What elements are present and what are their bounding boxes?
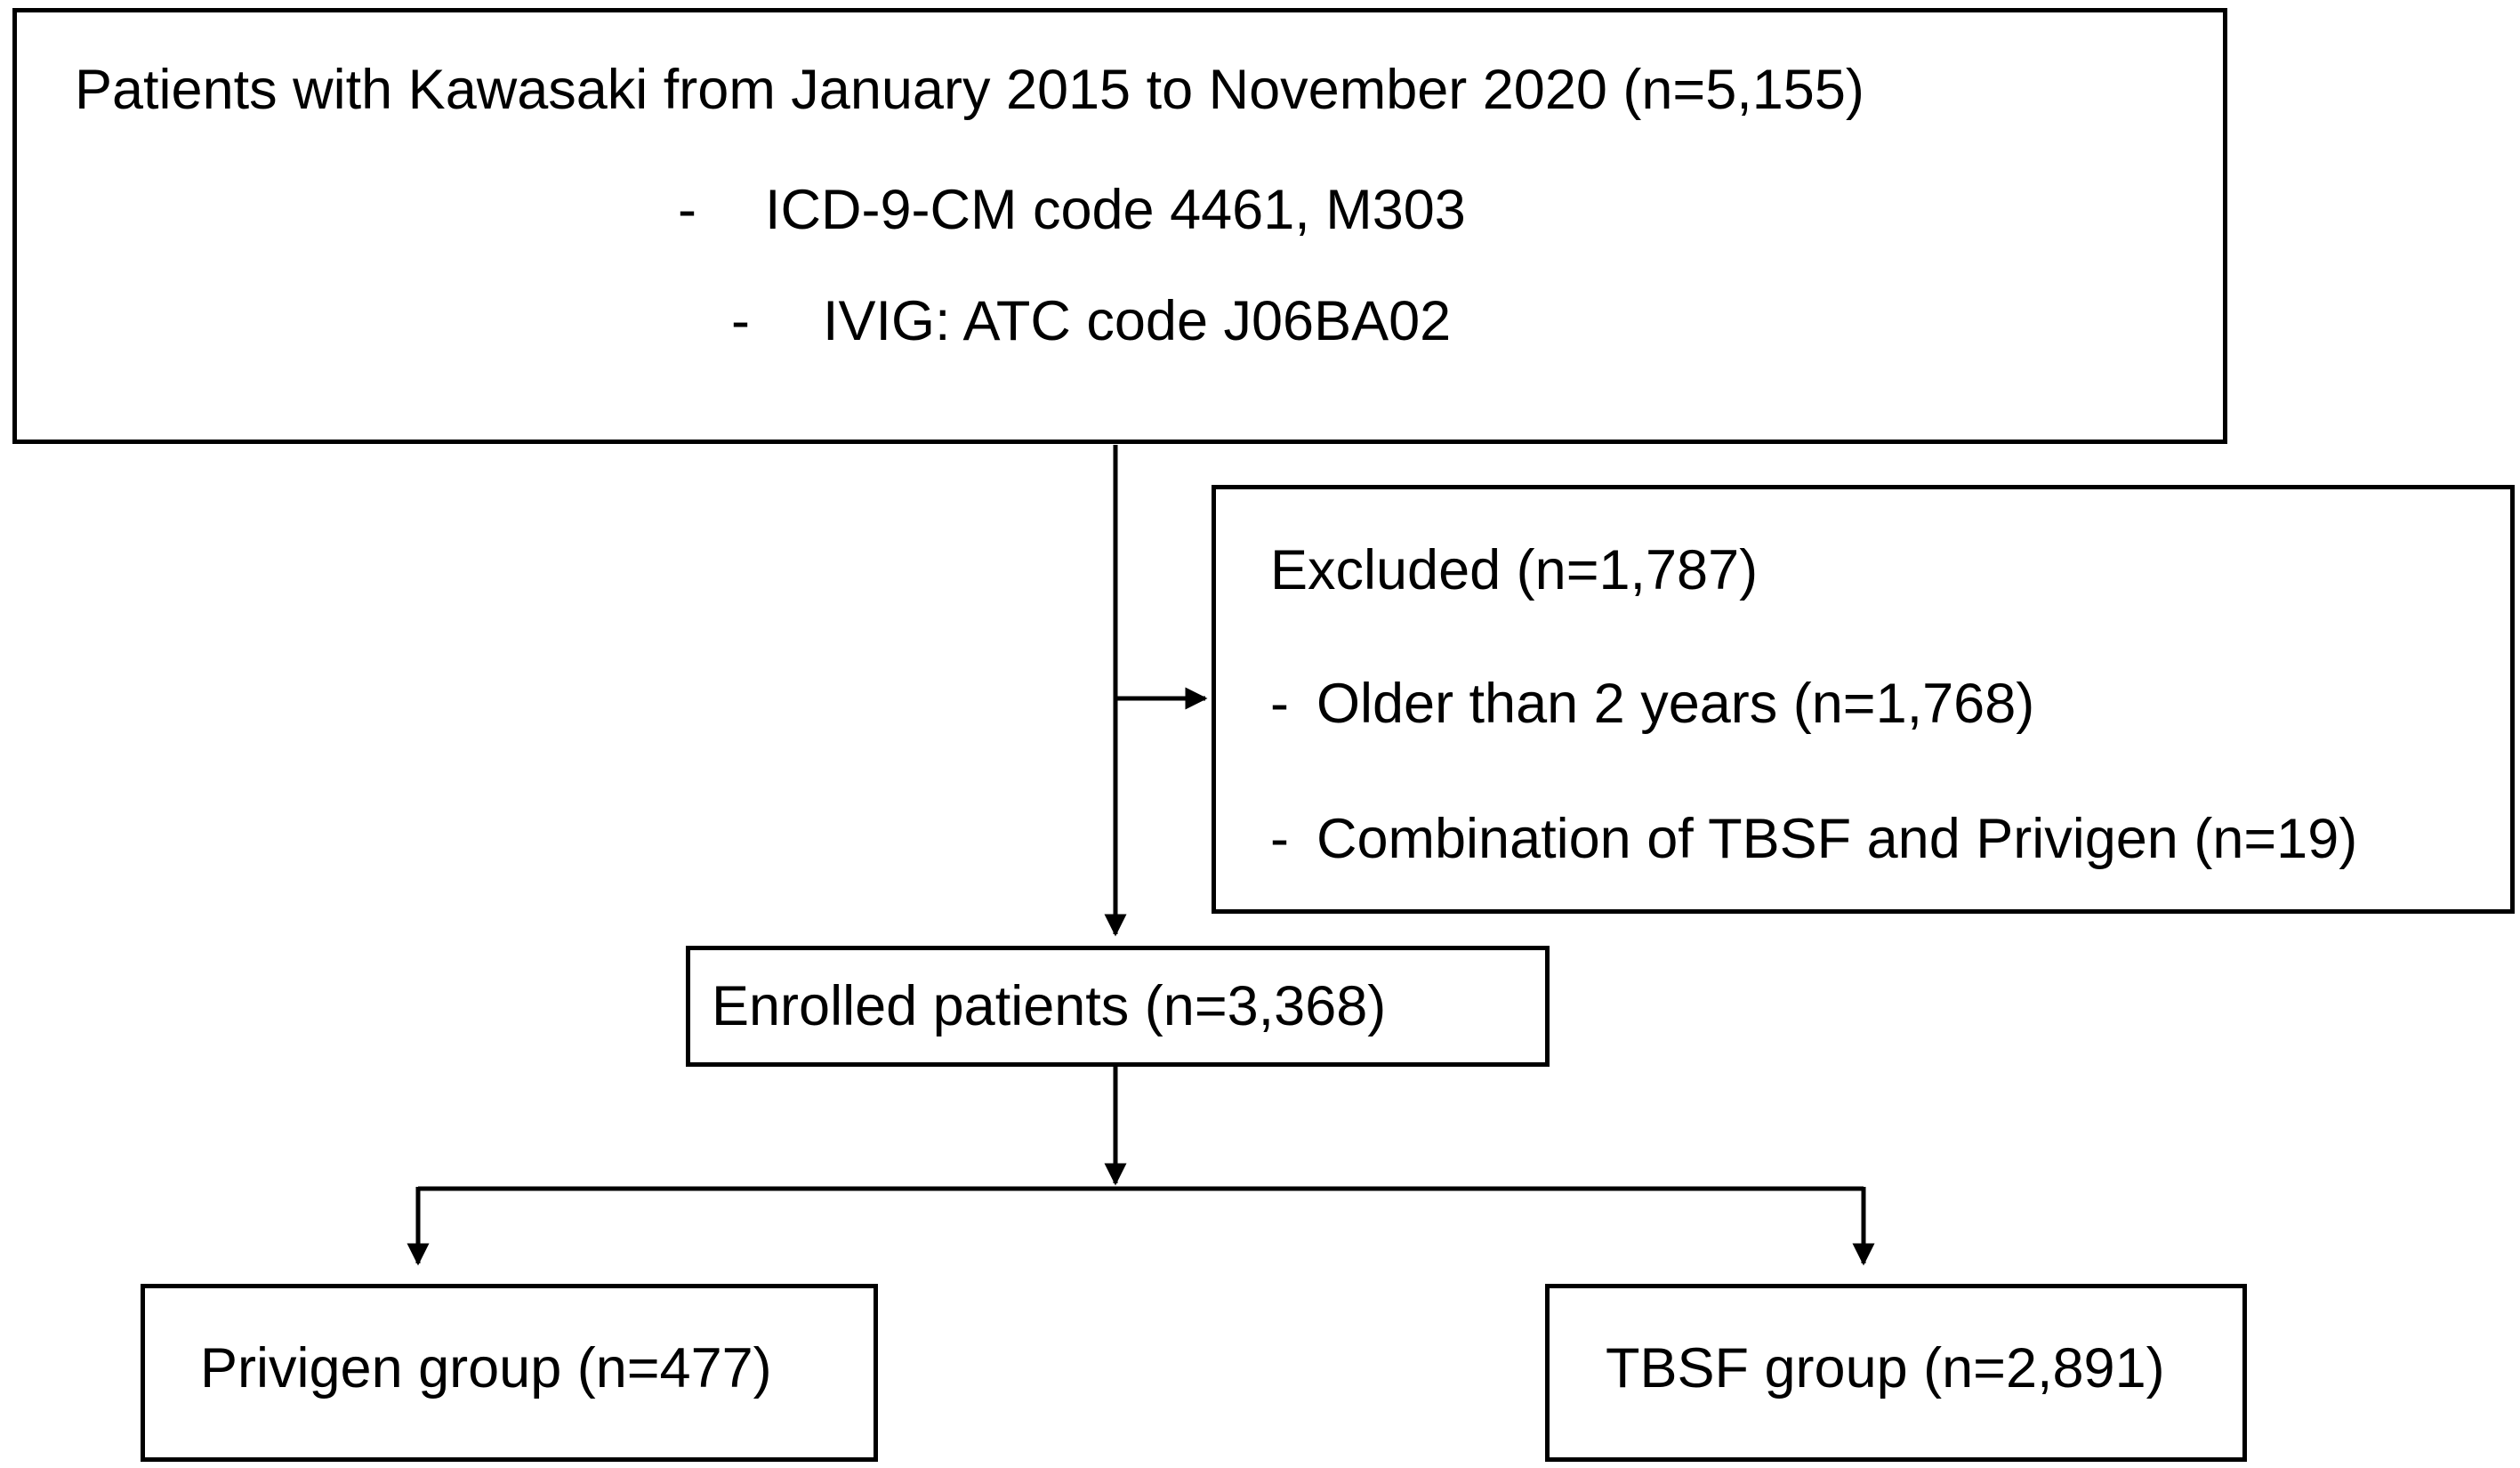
- initial-population-box: [12, 8, 2227, 444]
- criteria-ivig-code: IVIG: ATC code J06BA02: [823, 290, 1452, 352]
- privigen-group-title: Privigen group (n=477): [200, 1337, 772, 1399]
- initial-population-title: Patients with Kawasaki from January 2015…: [75, 59, 1864, 121]
- excluded-title: Excluded (n=1,787): [1270, 539, 1759, 601]
- criteria-bullet: -: [678, 179, 696, 241]
- excluded-bullet: -: [1270, 808, 1289, 870]
- excluded-box: [1212, 485, 2515, 914]
- enrolled-title: Enrolled patients (n=3,368): [712, 975, 1387, 1037]
- criteria-bullet: -: [731, 290, 750, 352]
- enrolled-box: [686, 946, 1550, 1067]
- excluded-bullet: -: [1270, 673, 1289, 735]
- criteria-icd-code: ICD-9-CM code 4461, M303: [765, 179, 1466, 241]
- privigen-group-box: [141, 1284, 878, 1462]
- tbsf-group-box: [1545, 1284, 2247, 1462]
- excluded-older-than-2-years: Older than 2 years (n=1,768): [1316, 673, 2035, 735]
- tbsf-group-title: TBSF group (n=2,891): [1606, 1337, 2165, 1399]
- excluded-combination: Combination of TBSF and Privigen (n=19): [1316, 808, 2358, 870]
